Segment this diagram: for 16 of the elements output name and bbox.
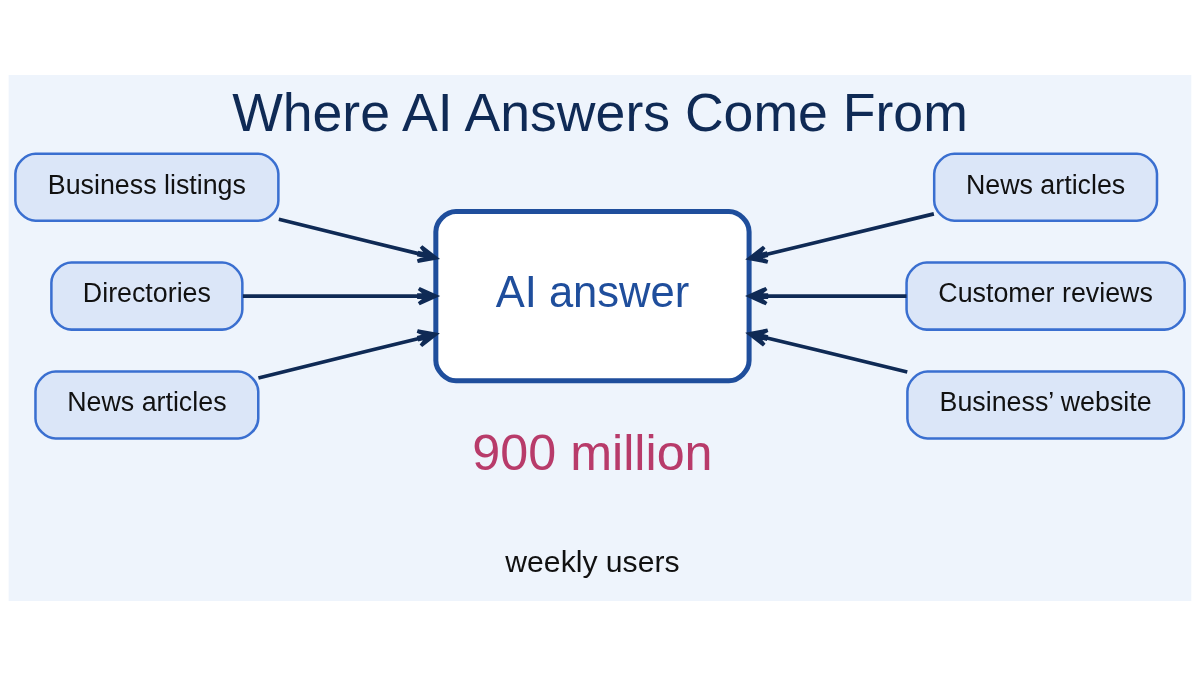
node-box: News articles xyxy=(34,369,260,440)
node-box: Customer reviews xyxy=(905,260,1186,331)
arrow xyxy=(747,328,908,374)
label: weekly users xyxy=(505,544,680,578)
arrow xyxy=(747,211,935,264)
arrow xyxy=(278,217,438,263)
arrow xyxy=(747,286,907,305)
node-box: Business listings xyxy=(14,151,280,222)
arrow xyxy=(258,328,438,380)
arrow xyxy=(242,286,438,305)
node-box: Directories xyxy=(50,260,244,331)
node-box: News articles xyxy=(932,151,1159,222)
label: 900 million xyxy=(472,424,713,480)
node-box: Business’ website xyxy=(906,369,1186,440)
node-box: AI answer xyxy=(433,208,752,383)
diagram-title: Where AI Answers Come From xyxy=(232,81,968,142)
